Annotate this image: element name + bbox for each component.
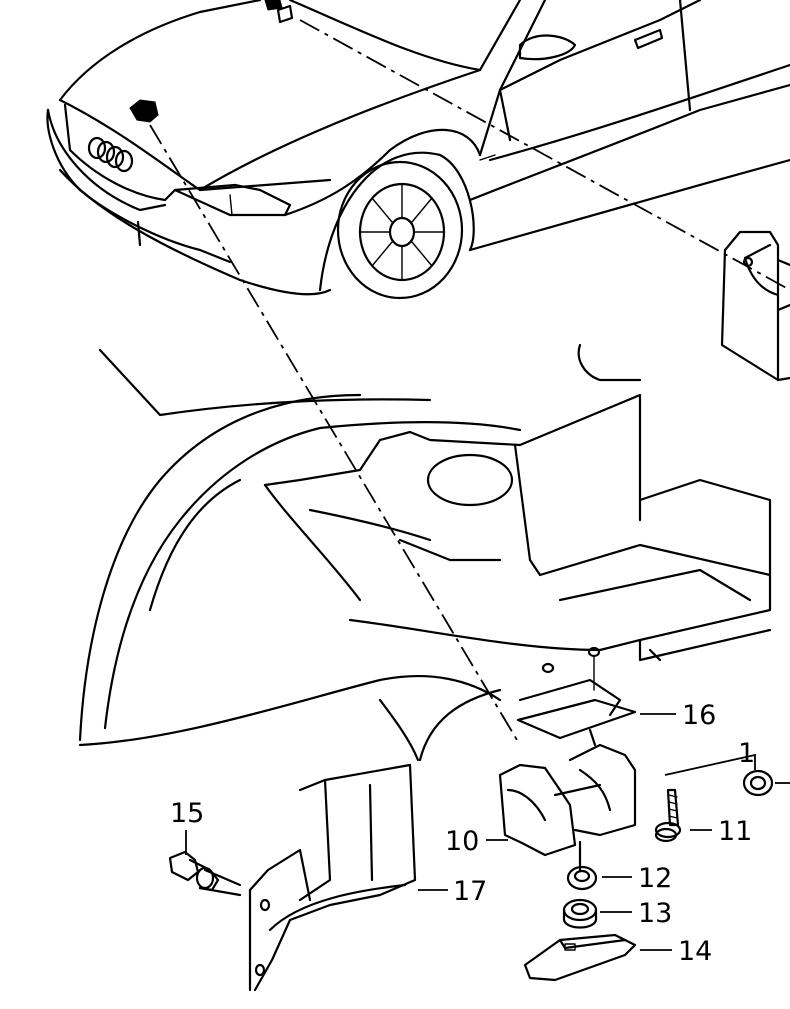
callout-14: 14 [678,936,712,967]
locator-lines [149,19,790,746]
callout-16: 16 [682,700,716,731]
part-12-nut [566,865,598,891]
callout-10: 10 [445,826,479,857]
logo-rings-icon [87,136,134,173]
part-11-bolt [654,788,682,843]
callout-12: 12 [638,863,672,894]
part-16-plate [516,698,637,740]
callout-labels: 16 1 10 11 12 13 14 15 17 [170,700,755,967]
wheel-icon [336,160,464,300]
bracket-detail [720,230,790,382]
part-13-bushing [562,898,598,929]
leader-lines [185,713,790,951]
part-1-nut [742,769,774,797]
part-14-cap [523,933,637,982]
callout-11: 11 [718,816,752,847]
wheel-housing [78,343,772,762]
callout-13: 13 [638,898,672,929]
car-illustration [46,0,790,300]
callout-1: 1 [738,738,755,769]
callout-17: 17 [453,876,487,907]
callout-15: 15 [170,798,204,829]
part-17-liner [248,763,417,992]
part-15-clip [168,850,242,897]
part-10-bracket [498,728,637,872]
